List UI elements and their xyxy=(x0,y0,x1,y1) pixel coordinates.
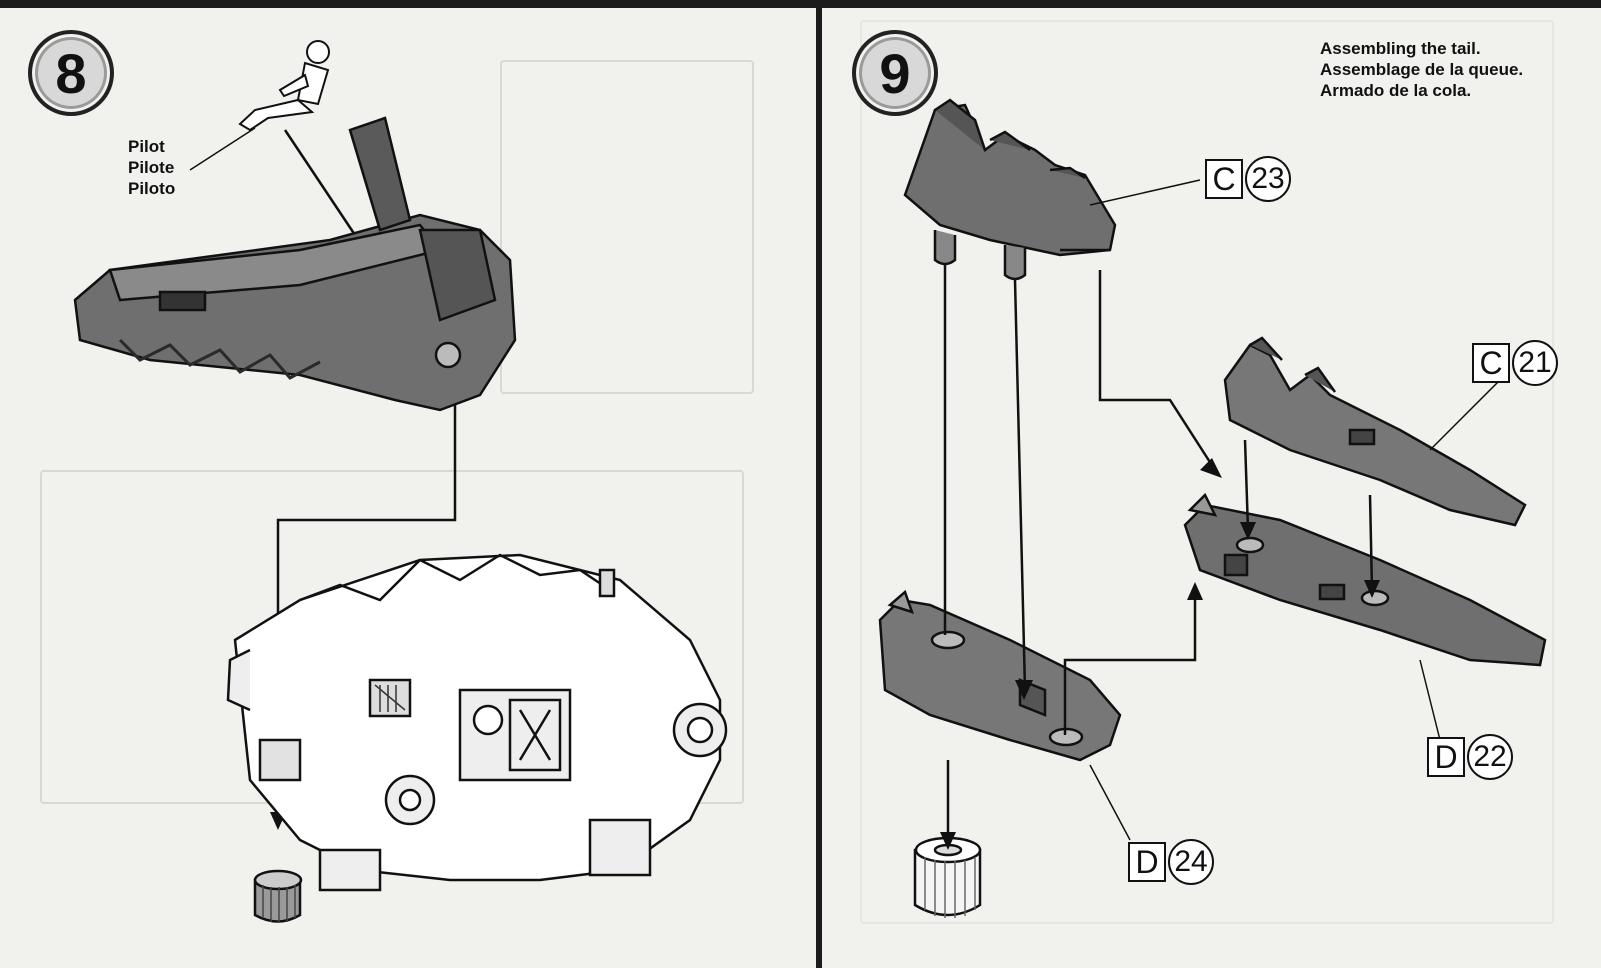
step-9-badge: 9 xyxy=(852,30,938,116)
leader-c23 xyxy=(1089,179,1201,206)
step-number: 9 xyxy=(879,41,911,105)
part-number: 24 xyxy=(1168,839,1214,885)
pilot-label-es: Piloto xyxy=(128,179,176,198)
connect-line xyxy=(1368,494,1374,591)
body-part xyxy=(226,553,728,892)
cockpit-head-part xyxy=(73,116,517,412)
part-c23 xyxy=(903,98,1117,281)
connect-line xyxy=(1013,279,1027,691)
step-title: Assembling the tail. Assemblage de la qu… xyxy=(1320,38,1523,101)
pilot-label-en: Pilot xyxy=(128,137,165,156)
pilot-label-fr: Pilote xyxy=(128,158,175,177)
cap-part-step8 xyxy=(253,869,303,923)
connect-line xyxy=(1098,270,1217,471)
part-code-d24: D 24 xyxy=(1128,839,1214,885)
part-number: 21 xyxy=(1512,340,1558,386)
arrow-head xyxy=(1187,582,1203,600)
arrow-head xyxy=(1015,680,1033,700)
bleed-through-frame xyxy=(860,20,1554,924)
connect-line xyxy=(1063,590,1197,735)
arrow-head xyxy=(940,832,956,850)
arrow-head xyxy=(1200,458,1222,478)
bleed-through-frame xyxy=(500,60,754,394)
part-number: 23 xyxy=(1245,156,1291,202)
step-8-badge: 8 xyxy=(28,30,114,116)
page-divider xyxy=(816,0,822,968)
leader-d24 xyxy=(1089,764,1131,841)
pilot-figure xyxy=(238,40,330,132)
title-fr: Assemblage de la queue. xyxy=(1320,60,1524,79)
part-code-c21: C 21 xyxy=(1472,340,1558,386)
part-d24 xyxy=(878,589,1122,762)
title-en: Assembling the tail. xyxy=(1320,39,1481,58)
arrow-head xyxy=(1364,580,1380,598)
part-letter: D xyxy=(1427,737,1465,777)
part-code-d22: D 22 xyxy=(1427,734,1513,780)
part-number: 22 xyxy=(1467,734,1513,780)
part-letter: D xyxy=(1128,842,1166,882)
connect-line xyxy=(1243,439,1250,531)
part-letter: C xyxy=(1472,343,1510,383)
leader-c21 xyxy=(1429,379,1501,451)
pilot-insert-arrow xyxy=(283,129,367,251)
part-code-c23: C 23 xyxy=(1205,156,1291,202)
step-number: 8 xyxy=(55,41,87,105)
pilot-label: Pilot Pilote Piloto xyxy=(128,136,175,199)
title-es: Armado de la cola. xyxy=(1320,81,1472,100)
pilot-leader-line xyxy=(189,127,256,171)
part-c21 xyxy=(1223,336,1527,527)
part-letter: C xyxy=(1205,159,1243,199)
arrow-head xyxy=(1240,522,1256,540)
leader-d22 xyxy=(1419,659,1441,741)
cap-part-step9 xyxy=(913,836,982,918)
top-border xyxy=(0,0,1601,8)
